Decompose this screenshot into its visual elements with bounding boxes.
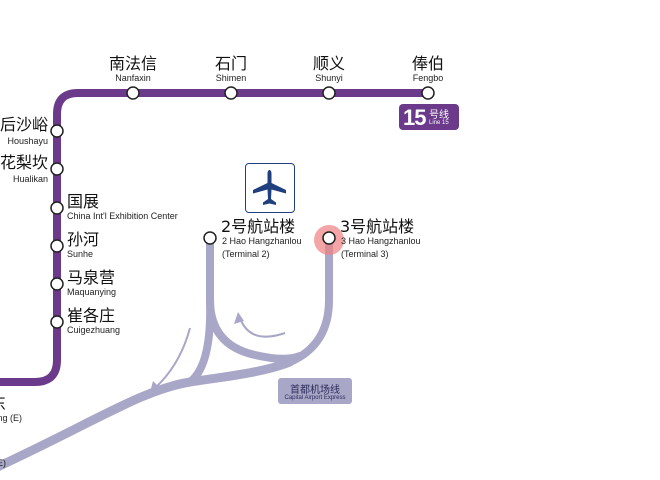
- cutoff-bottom-en: E): [0, 458, 6, 468]
- station-terminal2-zh: 2号航站楼: [221, 217, 296, 236]
- station-shimen-zh: 石门: [214, 54, 248, 73]
- station-guozhan-zh: 国展: [67, 192, 100, 211]
- station-shimen-dot: [224, 86, 238, 100]
- station-terminal3-en: 3 Hao Hangzhanlou: [341, 236, 421, 246]
- station-terminal2-en2: (Terminal 2): [222, 249, 270, 259]
- station-sunhe-dot: [50, 239, 64, 253]
- station-fengbo-en: Fengbo: [412, 73, 444, 83]
- station-nanfaxin-zh: 南法信: [108, 54, 158, 73]
- station-shunyi-dot: [322, 86, 336, 100]
- station-sunhe-zh: 孙河: [67, 230, 100, 249]
- line15-name-zh: 号线: [429, 110, 449, 121]
- airplane-icon: [253, 170, 286, 205]
- station-cuigezhuang-en: Cuigezhuang: [67, 325, 121, 335]
- station-terminal3-en2: (Terminal 3): [341, 249, 389, 259]
- line15-badge: 15 号线 Line 15: [399, 104, 459, 130]
- station-shunyi-zh: 顺义: [312, 54, 346, 73]
- station-cuigezhuang-dot: [50, 315, 64, 329]
- station-terminal2-dot: [203, 231, 217, 245]
- line15-name-en: Line 15: [429, 120, 449, 126]
- airport-icon-box: [245, 163, 295, 213]
- airport-express-t2-branch: [206, 240, 304, 363]
- cutoff-station-zh: 东: [0, 396, 6, 412]
- station-hualikan-zh: 花梨坎: [0, 153, 48, 172]
- station-houshayu-en: Houshayu: [7, 136, 48, 146]
- station-houshayu-dot: [50, 124, 64, 138]
- station-shunyi-en: Shunyi: [315, 73, 343, 83]
- airport-express-trunk: [0, 357, 295, 471]
- line15-track: [0, 89, 430, 386]
- direction-arrow-loop-head: [234, 312, 244, 324]
- station-fengbo-dot: [421, 86, 435, 100]
- station-sunhe-en: Sunhe: [67, 249, 94, 259]
- airport-express-name-en: Capital Airport Express: [284, 395, 346, 401]
- station-shimen-en: Shimen: [215, 73, 247, 83]
- station-maquanying-dot: [50, 277, 64, 291]
- station-hualikan-dot: [50, 162, 64, 176]
- station-maquanying-en: Maquanying: [67, 287, 117, 297]
- station-cuigezhuang-zh: 崔各庄: [67, 306, 116, 325]
- station-hualikan-en: Hualikan: [12, 174, 48, 184]
- airport-express-t3-branch: [286, 240, 333, 366]
- direction-arrow-left-head: [150, 381, 160, 392]
- station-terminal3-dot: [322, 231, 336, 245]
- station-guozhan-en: China Int'l Exhibition Center: [67, 211, 178, 221]
- station-fengbo-zh: 俸伯: [411, 54, 445, 73]
- line15-number: 15: [403, 105, 427, 130]
- station-maquanying-zh: 马泉营: [67, 268, 116, 287]
- cutoff-station-en: ng (E): [0, 413, 22, 423]
- airport-express-name-zh: 首都机场线: [290, 385, 340, 396]
- station-nanfaxin-dot: [126, 86, 140, 100]
- direction-arrow-left: [154, 327, 191, 389]
- station-nanfaxin-en: Nanfaxin: [115, 73, 151, 83]
- station-terminal2-en: 2 Hao Hangzhanlou: [222, 236, 302, 246]
- station-terminal3-zh: 3号航站楼: [340, 217, 415, 236]
- direction-arrow-loop: [239, 317, 286, 338]
- station-guozhan-dot: [50, 201, 64, 215]
- airport-express-badge: 首都机场线 Capital Airport Express: [278, 378, 352, 404]
- airport-express-t2-connector: [186, 296, 215, 386]
- station-houshayu-zh: 后沙峪: [0, 115, 48, 134]
